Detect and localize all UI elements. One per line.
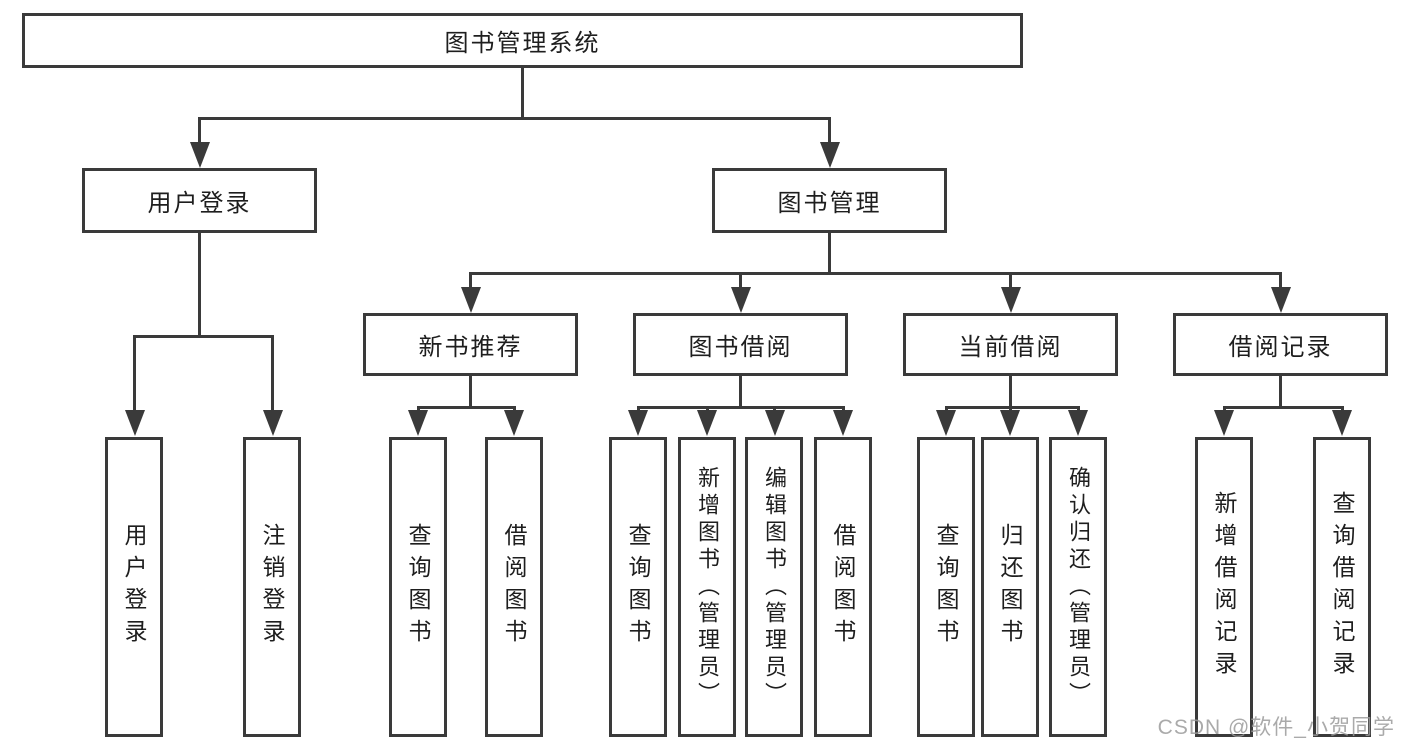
leaf-logout: 注销登录 — [243, 437, 301, 737]
connector-recommend-stub — [469, 374, 472, 409]
arrowhead — [731, 287, 751, 313]
connector-recommend-bar — [417, 406, 516, 409]
leaf-borrow-books: 借阅图书 — [814, 437, 872, 737]
leaf-query-books-recommend: 查询图书 — [389, 437, 447, 737]
arrowhead — [1332, 410, 1352, 436]
connector-book-management-stub — [828, 231, 831, 275]
leaf-query-books-borrowing: 查询图书 — [609, 437, 667, 737]
leaf-query-borrow-record: 查询借阅记录 — [1313, 437, 1371, 737]
leaf-confirm-return-admin: 确认归还（管理员） — [1049, 437, 1107, 737]
node-current-borrowing: 当前借阅 — [903, 313, 1118, 376]
arrowhead — [125, 410, 145, 436]
connector-records-bar — [1223, 406, 1344, 409]
connector-current-stub — [1009, 374, 1012, 409]
connector-shaft — [828, 117, 831, 146]
leaf-borrow-books-recommend: 借阅图书 — [485, 437, 543, 737]
connector-shaft — [1009, 272, 1012, 290]
connector-shaft — [133, 335, 136, 413]
leaf-query-books-current: 查询图书 — [917, 437, 975, 737]
connector-borrowing-bar — [637, 406, 845, 409]
connector-user-login-bar — [133, 335, 274, 338]
arrowhead — [408, 410, 428, 436]
arrowhead — [697, 410, 717, 436]
node-book-borrowing: 图书借阅 — [633, 313, 848, 376]
connector-level1-bar — [198, 117, 831, 120]
connector-shaft — [469, 272, 472, 290]
node-borrowing-records: 借阅记录 — [1173, 313, 1388, 376]
connector-root-stub — [521, 68, 524, 118]
arrowhead — [461, 287, 481, 313]
arrowhead — [820, 142, 840, 168]
connector-records-stub — [1279, 374, 1282, 409]
arrowhead — [1068, 410, 1088, 436]
node-book-management: 图书管理 — [712, 168, 947, 233]
arrowhead — [1000, 410, 1020, 436]
arrowhead — [190, 142, 210, 168]
connector-shaft — [271, 335, 274, 413]
node-user-login: 用户登录 — [82, 168, 317, 233]
arrowhead — [1001, 287, 1021, 313]
leaf-user-login: 用户登录 — [105, 437, 163, 737]
connector-level2-bar — [469, 272, 1282, 275]
node-new-book-recommendation: 新书推荐 — [363, 313, 578, 376]
connector-borrowing-stub — [739, 374, 742, 409]
leaf-edit-books-admin: 编辑图书（管理员） — [745, 437, 803, 737]
arrowhead — [504, 410, 524, 436]
connector-shaft — [1279, 272, 1282, 290]
connector-shaft — [198, 117, 201, 146]
connector-user-login-stub — [198, 231, 201, 337]
arrowhead — [936, 410, 956, 436]
leaf-return-books: 归还图书 — [981, 437, 1039, 737]
arrowhead — [833, 410, 853, 436]
arrowhead — [628, 410, 648, 436]
leaf-add-borrow-record: 新增借阅记录 — [1195, 437, 1253, 737]
leaf-add-books-admin: 新增图书（管理员） — [678, 437, 736, 737]
connector-shaft — [739, 272, 742, 290]
arrowhead — [263, 410, 283, 436]
connector-current-bar — [945, 406, 1080, 409]
arrowhead — [765, 410, 785, 436]
arrowhead — [1271, 287, 1291, 313]
node-root-library-system: 图书管理系统 — [22, 13, 1023, 68]
csdn-watermark: CSDN @软件_小贺同学 — [1157, 716, 1395, 739]
arrowhead — [1214, 410, 1234, 436]
